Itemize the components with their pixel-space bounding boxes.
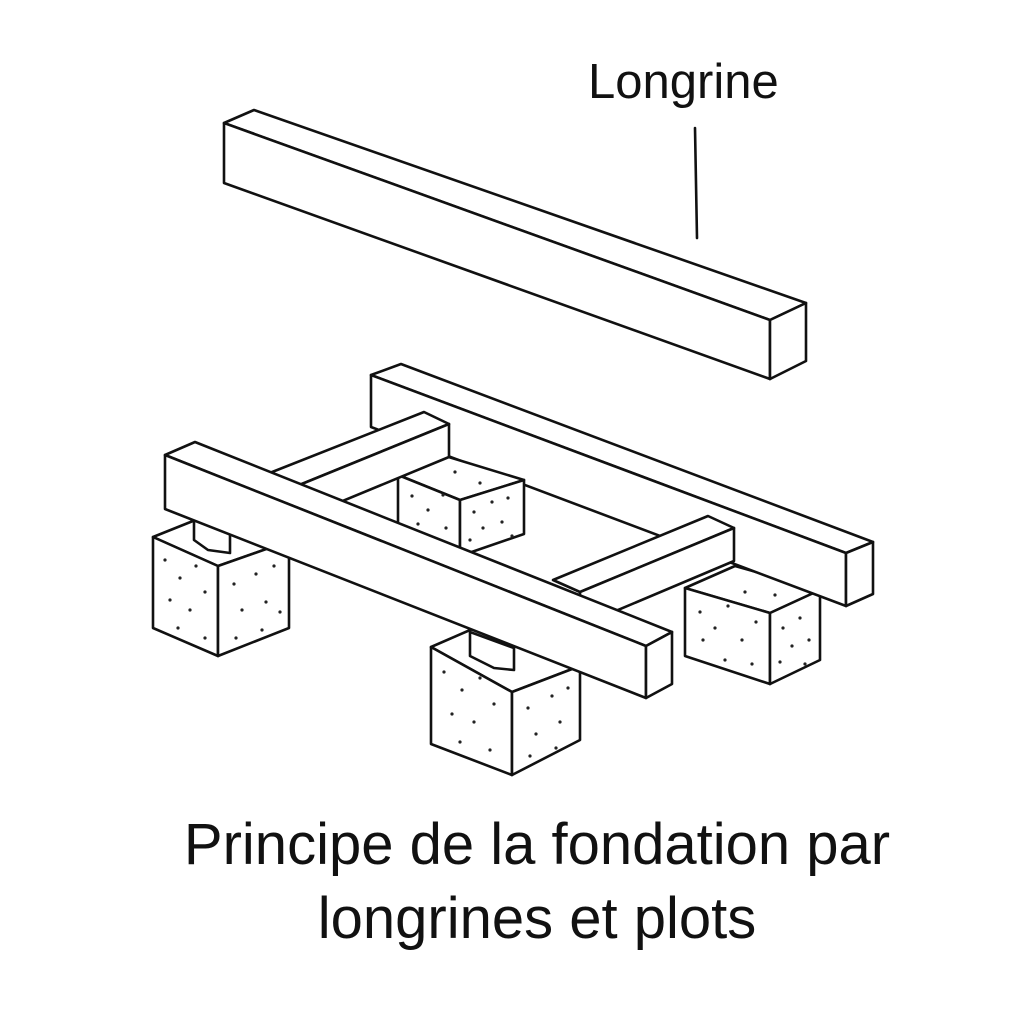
diagram-caption: Principe de la fondation par longrines e… <box>0 808 1024 956</box>
callout-leader-line <box>693 126 699 240</box>
concrete-pad-front-left <box>151 513 291 658</box>
beam-end-face <box>844 540 875 608</box>
beam-front-left <box>163 440 674 700</box>
beam-front-face <box>222 121 772 381</box>
beam-end-face <box>768 301 808 381</box>
concrete-pad-front-center <box>429 625 582 777</box>
caption-line-2: longrines et plots <box>317 886 757 951</box>
beam-end-face <box>644 630 674 700</box>
concrete-pad-back-right <box>683 564 822 686</box>
pad-right-face <box>510 664 582 777</box>
callout-label: Longrine <box>588 55 779 109</box>
caption-line-1: Principe de la fondation par <box>183 812 891 877</box>
pad-right-face <box>768 588 822 686</box>
beam-longrine-top <box>222 108 808 381</box>
pad-support-block <box>468 630 516 672</box>
